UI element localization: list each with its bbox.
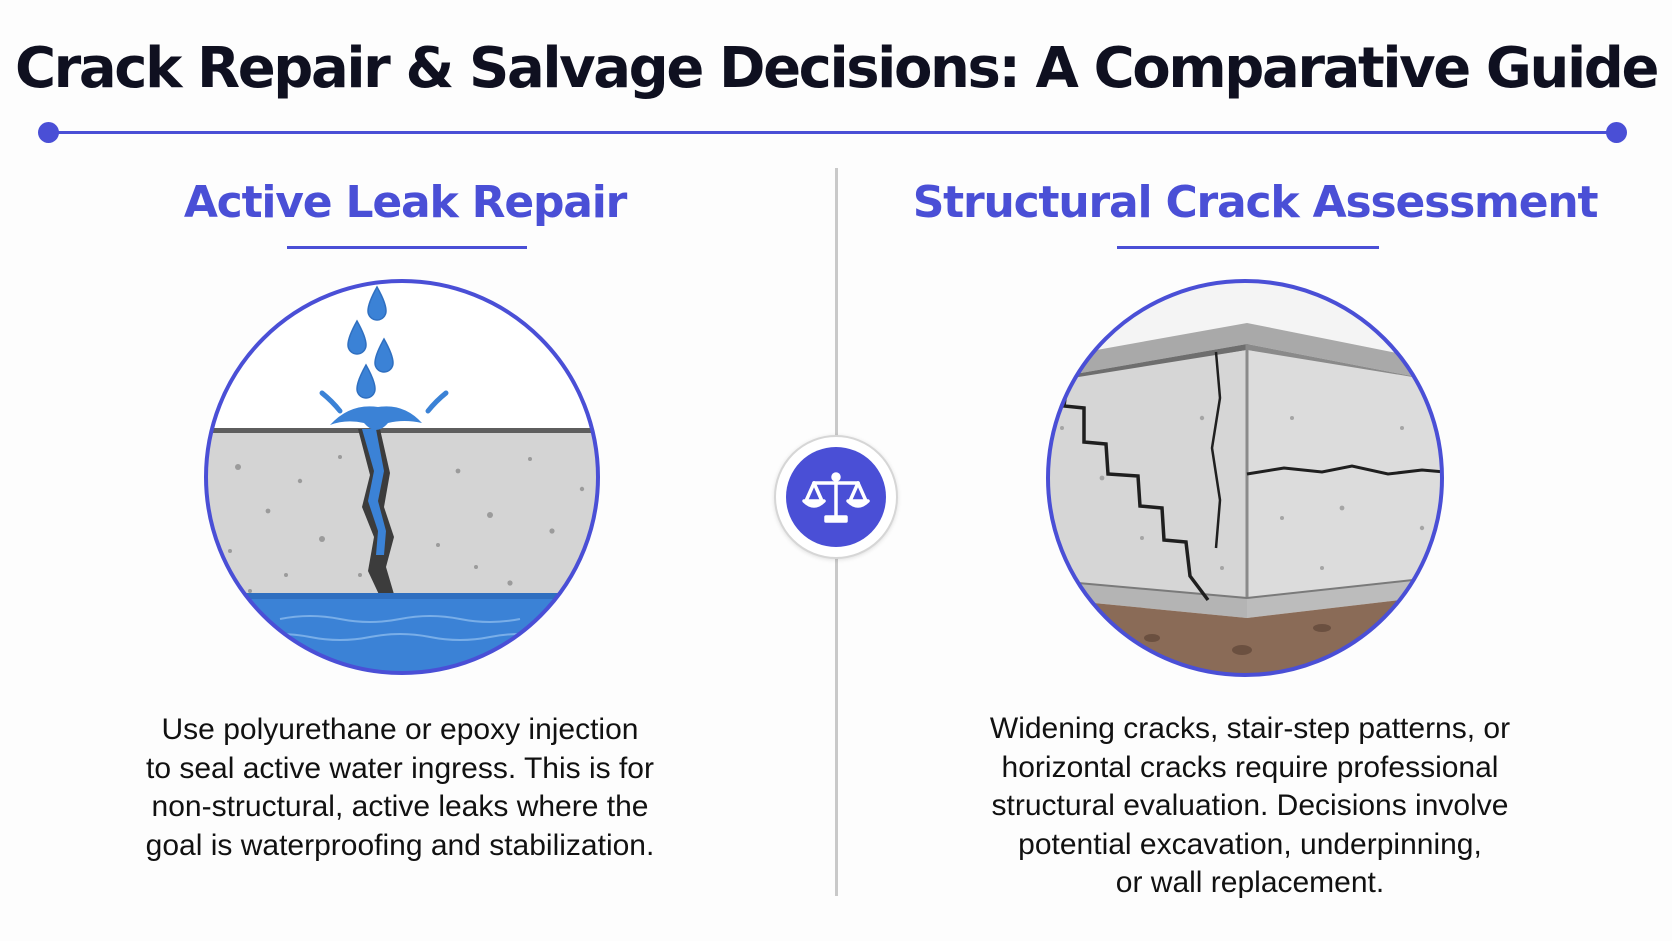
comparison-badge bbox=[774, 435, 898, 559]
water-leak-crack-icon bbox=[190, 275, 614, 683]
description-line: goal is waterproofing and stabilization. bbox=[145, 828, 655, 862]
structural-crack-assessment-heading: Structural Crack Assessment bbox=[912, 177, 1599, 228]
title-underline bbox=[48, 131, 1622, 134]
description-line: or wall replacement. bbox=[1115, 866, 1385, 899]
balance-scale-icon bbox=[802, 472, 870, 523]
structural-crack-assessment-underline bbox=[1117, 246, 1379, 249]
structural-crack-assessment-description: Widening cracks, stair-step patterns, or… bbox=[930, 710, 1570, 903]
description-line: horizontal cracks require professional bbox=[1001, 750, 1499, 784]
active-leak-repair-heading: Active Leak Repair bbox=[183, 177, 628, 228]
description-line: potential excavation, underpinning, bbox=[1018, 827, 1482, 861]
description-line: structural evaluation. Decisions involve bbox=[991, 789, 1509, 822]
title-underline-left-dot bbox=[38, 122, 59, 143]
page-title: Crack Repair & Salvage Decisions: A Comp… bbox=[14, 36, 1659, 101]
description-line: Widening cracks, stair-step patterns, or bbox=[989, 712, 1511, 745]
description-line: non-structural, active leaks where the bbox=[151, 790, 649, 823]
description-line: to seal active water ingress. This is fo… bbox=[146, 751, 654, 785]
active-leak-repair-underline bbox=[287, 246, 527, 249]
title-underline-right-dot bbox=[1606, 122, 1627, 143]
structural-wall-crack-icon bbox=[1022, 278, 1468, 682]
active-leak-repair-description: Use polyurethane or epoxy injection to s… bbox=[100, 711, 700, 865]
description-line: Use polyurethane or epoxy injection bbox=[161, 713, 639, 746]
